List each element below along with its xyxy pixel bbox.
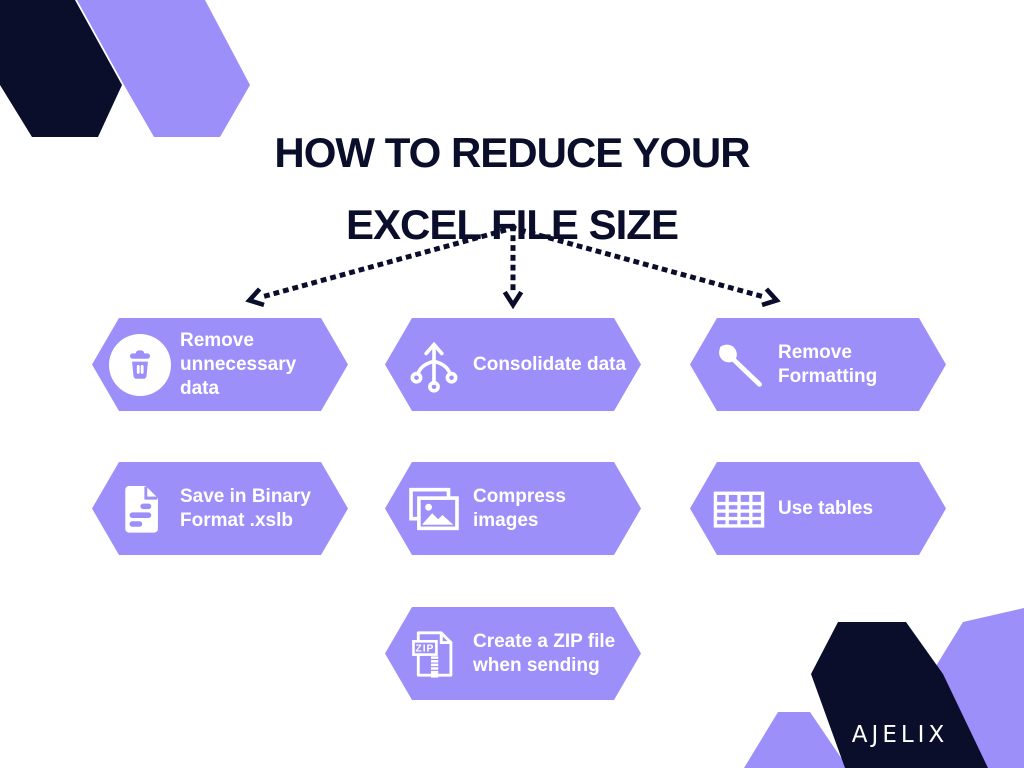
trash-icon: [109, 334, 171, 396]
logo-hexagon: [811, 622, 988, 768]
decor-hexagon-purple-right: [936, 608, 1024, 768]
page-title-line2: EXCEL FILE SIZE: [346, 201, 679, 249]
brand-logo-text: AJELIX: [852, 722, 948, 748]
table-icon: [710, 480, 768, 538]
page-title-line1: HOW TO REDUCE YOUR: [274, 129, 750, 177]
decor-hexagons-bottom-right: AJELIX: [744, 608, 1024, 768]
step-label: Remove Formatting: [778, 341, 878, 387]
decor-hexagon-purple-bottom: [744, 712, 848, 768]
step-label: Use tables: [778, 497, 874, 519]
step-badge-remove-formatting: Remove Formatting: [690, 318, 946, 411]
step-badge-save-binary-format: Save in Binary Format .xslb: [92, 462, 348, 555]
step-label: Save in Binary Format .xslb: [180, 485, 311, 531]
step-badge-compress-images: Compress images: [385, 462, 641, 555]
step-label: Consolidate data: [473, 353, 627, 375]
step-label: Create a ZIP file when sending: [473, 630, 616, 676]
merge-arrows-icon: [405, 336, 463, 394]
step-badge-consolidate-data: Consolidate data: [385, 318, 641, 411]
step-badge-remove-unnecessary-data: Remove unnecessary data: [92, 318, 348, 411]
step-label: Compress images: [473, 485, 566, 531]
step-badge-use-tables: Use tables: [690, 462, 946, 555]
images-icon: [405, 480, 463, 538]
binary-file-icon: [112, 480, 170, 538]
zip-file-icon: ZIP: [405, 625, 463, 683]
page-title: HOW TO REDUCE YOUR EXCEL FILE SIZE: [0, 117, 1024, 261]
paintbrush-icon: [710, 336, 768, 394]
step-label: Remove unnecessary data: [180, 329, 297, 399]
zip-label: ZIP: [416, 643, 435, 654]
step-badge-create-zip-file: ZIP Create a ZIP file when sending: [385, 607, 641, 700]
